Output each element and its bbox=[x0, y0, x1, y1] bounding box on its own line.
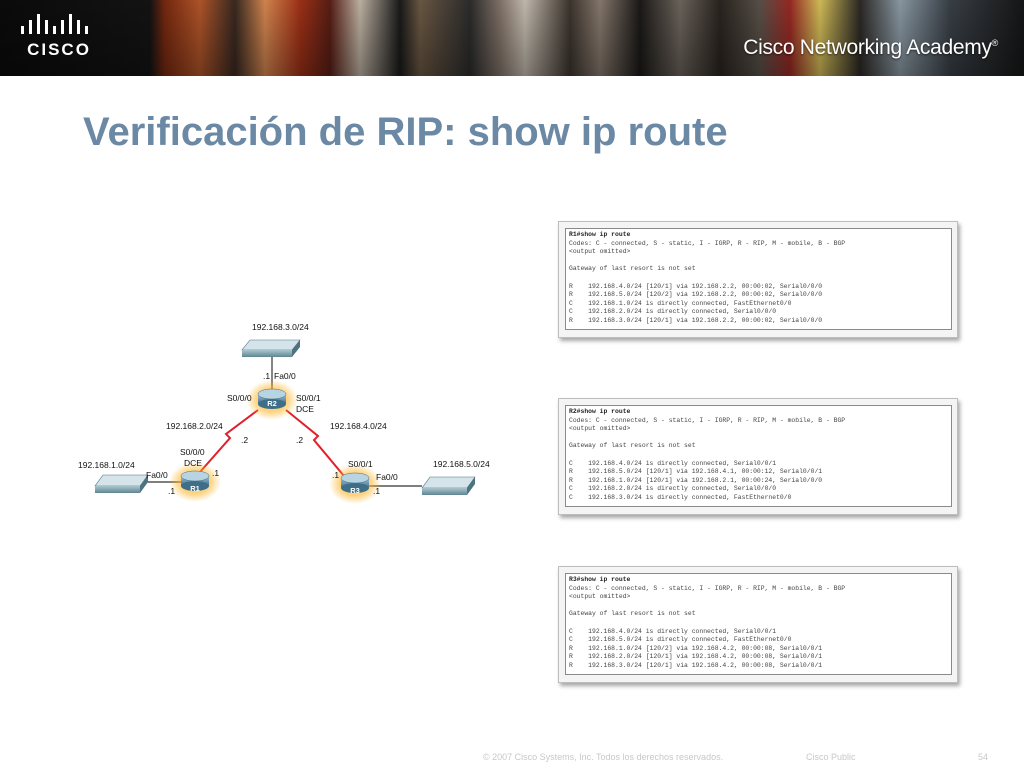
label-r2-s001: S0/0/1 bbox=[296, 393, 321, 403]
output-line: Gateway of last resort is not set bbox=[569, 610, 696, 618]
router-r2: R2 bbox=[246, 380, 298, 420]
serial-link-r2-r3 bbox=[285, 409, 345, 477]
router-r1: R1 bbox=[169, 462, 221, 502]
output-line bbox=[569, 434, 948, 443]
output-line: R 192.168.5.0/24 [120/2] via 192.168.2.2… bbox=[569, 291, 823, 299]
label-r2-fa: Fa0/0 bbox=[274, 371, 296, 381]
output-command: R1#show ip route bbox=[569, 231, 631, 238]
switch-r3-lan bbox=[421, 476, 476, 495]
output-line: R 192.168.3.0/24 [120/1] via 192.168.4.2… bbox=[569, 661, 823, 669]
slide-title: Verificación de RIP: show ip route bbox=[83, 110, 728, 154]
label-net-r1-r2: 192.168.2.0/24 bbox=[166, 421, 223, 431]
output-text-r1: R1#show ip route Codes: C - connected, S… bbox=[565, 228, 952, 330]
router-r3-label: R3 bbox=[350, 486, 360, 495]
label-r3-fa: Fa0/0 bbox=[376, 472, 398, 482]
output-panel-r3: R3#show ip route Codes: C - connected, S… bbox=[558, 566, 958, 683]
footer-copyright: © 2007 Cisco Systems, Inc. Todos los der… bbox=[483, 752, 724, 762]
output-line: C 192.168.2.0/24 is directly connected, … bbox=[569, 485, 777, 493]
output-line: C 192.168.3.0/24 is directly connected, … bbox=[569, 493, 792, 501]
label-net-r2-lan: 192.168.3.0/24 bbox=[252, 322, 309, 332]
header-banner: CISCO Cisco Networking Academy® bbox=[0, 0, 1024, 76]
switch-r2-lan bbox=[241, 339, 301, 357]
label-r1-s-ip: .1 bbox=[212, 468, 219, 478]
output-line: C 192.168.4.0/24 is directly connected, … bbox=[569, 627, 777, 635]
output-line bbox=[569, 257, 948, 266]
academy-title-text: Cisco Networking Academy bbox=[743, 36, 992, 59]
output-line: C 192.168.5.0/24 is directly connected, … bbox=[569, 636, 792, 644]
output-panel-r1: R1#show ip route Codes: C - connected, S… bbox=[558, 221, 958, 338]
label-r1-dce: DCE bbox=[184, 458, 202, 468]
label-r2-left-ip: .2 bbox=[241, 435, 248, 445]
cisco-logo: CISCO bbox=[14, 12, 104, 64]
output-line: R 192.168.3.0/24 [120/1] via 192.168.2.2… bbox=[569, 316, 823, 324]
academy-title: Cisco Networking Academy® bbox=[743, 36, 998, 60]
label-r3-fa-ip: .1 bbox=[373, 486, 380, 496]
label-r2-s000: S0/0/0 bbox=[227, 393, 252, 403]
cisco-bridge-icon bbox=[21, 14, 88, 34]
output-line bbox=[569, 619, 948, 628]
output-line: R 192.168.4.0/24 [120/1] via 192.168.2.2… bbox=[569, 282, 823, 290]
output-line: C 192.168.2.0/24 is directly connected, … bbox=[569, 308, 777, 316]
label-r1-fa-ip: .1 bbox=[168, 486, 175, 496]
logo-wordmark: CISCO bbox=[27, 40, 91, 59]
serial-link-r1-r2 bbox=[199, 409, 259, 473]
registered-mark: ® bbox=[991, 38, 999, 48]
output-line: R 192.168.2.0/24 [120/1] via 192.168.4.2… bbox=[569, 653, 823, 661]
label-r1-s000: S0/0/0 bbox=[180, 447, 205, 457]
output-line: C 192.168.1.0/24 is directly connected, … bbox=[569, 299, 792, 307]
output-line bbox=[569, 451, 948, 460]
output-line: <output omitted> bbox=[569, 593, 631, 601]
output-line: Gateway of last resort is not set bbox=[569, 265, 696, 273]
router-r2-label: R2 bbox=[267, 399, 277, 408]
footer-classification: Cisco Public bbox=[806, 752, 856, 762]
output-line: Gateway of last resort is not set bbox=[569, 442, 696, 450]
output-line: R 192.168.5.0/24 [120/1] via 192.168.4.1… bbox=[569, 468, 823, 476]
router-r3: R3 bbox=[329, 464, 381, 504]
label-net-r3-lan: 192.168.5.0/24 bbox=[433, 459, 490, 469]
switch-r1-lan bbox=[94, 474, 149, 493]
output-text-r2: R2#show ip route Codes: C - connected, S… bbox=[565, 405, 952, 507]
output-line: Codes: C - connected, S - static, I - IG… bbox=[569, 584, 846, 592]
output-text-r3: R3#show ip route Codes: C - connected, S… bbox=[565, 573, 952, 675]
output-panel-r2: R2#show ip route Codes: C - connected, S… bbox=[558, 398, 958, 515]
output-line: Codes: C - connected, S - static, I - IG… bbox=[569, 416, 846, 424]
network-topology-diagram: R2 R1 R3 192.168.3.0/24 .1 Fa0/0 S0/0/0 … bbox=[78, 322, 490, 504]
label-r3-s-ip: .1 bbox=[332, 470, 339, 480]
output-line: <output omitted> bbox=[569, 425, 631, 433]
label-net-r2-r3: 192.168.4.0/24 bbox=[330, 421, 387, 431]
output-line: <output omitted> bbox=[569, 248, 631, 256]
router-r1-label: R1 bbox=[190, 484, 200, 493]
output-line: C 192.168.4.0/24 is directly connected, … bbox=[569, 459, 777, 467]
output-command: R3#show ip route bbox=[569, 576, 631, 583]
output-line: R 192.168.1.0/24 [120/1] via 192.168.2.1… bbox=[569, 476, 823, 484]
output-line: R 192.168.1.0/24 [120/2] via 192.168.4.2… bbox=[569, 644, 823, 652]
label-r3-s001: S0/0/1 bbox=[348, 459, 373, 469]
footer-page-number: 54 bbox=[978, 752, 989, 762]
label-net-r1-lan: 192.168.1.0/24 bbox=[78, 460, 135, 470]
output-line bbox=[569, 602, 948, 611]
output-line: Codes: C - connected, S - static, I - IG… bbox=[569, 239, 846, 247]
label-r2-fa-ip: .1 bbox=[263, 371, 270, 381]
label-r2-right-ip: .2 bbox=[296, 435, 303, 445]
output-line bbox=[569, 274, 948, 283]
label-r2-dce: DCE bbox=[296, 404, 314, 414]
banner-photo-collage bbox=[0, 0, 1024, 76]
output-command: R2#show ip route bbox=[569, 408, 631, 415]
label-r1-fa: Fa0/0 bbox=[146, 470, 168, 480]
